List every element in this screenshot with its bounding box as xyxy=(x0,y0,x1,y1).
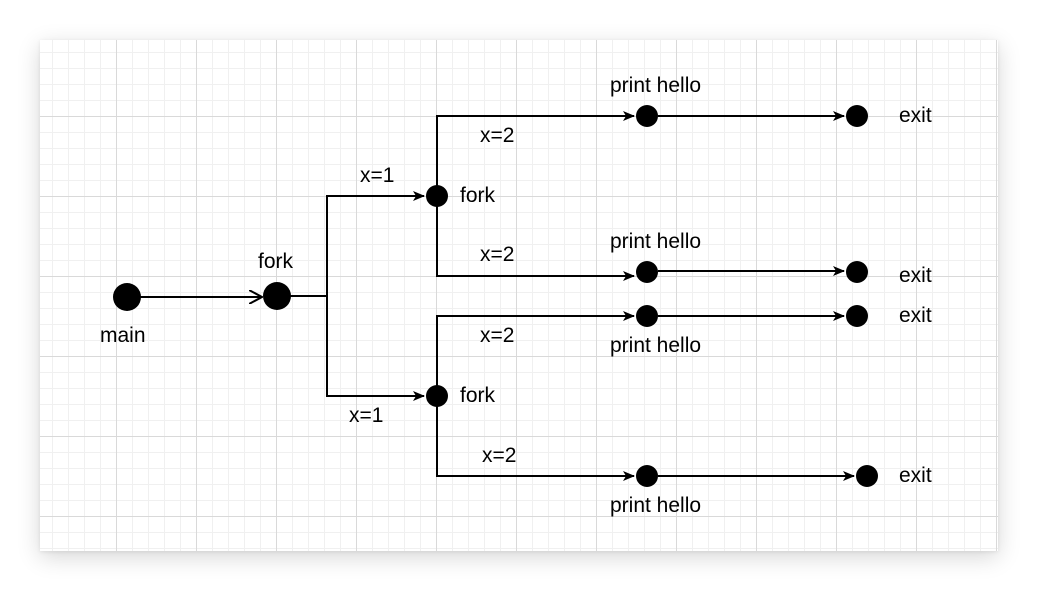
edge-upper-fork-to-print-b xyxy=(436,196,635,281)
edge-lower-fork-to-print-c xyxy=(436,311,635,396)
label-fork-upper: fork xyxy=(460,184,496,207)
label-fork-lower: fork xyxy=(460,384,496,407)
label-x1-upper: x=1 xyxy=(360,164,394,187)
label-fork-root: fork xyxy=(258,250,294,273)
node-exit-b xyxy=(846,261,868,283)
label-x2-a: x=2 xyxy=(480,124,514,147)
node-exit-d xyxy=(856,465,878,487)
label-main: main xyxy=(100,324,146,347)
node-print-c xyxy=(636,305,658,327)
node-main xyxy=(113,283,141,311)
label-exit-c: exit xyxy=(899,304,932,327)
node-fork-lower xyxy=(426,385,448,407)
node-fork-root xyxy=(263,282,291,310)
node-exit-a xyxy=(846,105,868,127)
label-exit-b: exit xyxy=(899,264,932,287)
diagram-canvas xyxy=(40,40,998,551)
node-print-a xyxy=(636,105,658,127)
node-print-b xyxy=(636,261,658,283)
label-print-c: print hello xyxy=(610,334,701,357)
label-x2-b: x=2 xyxy=(480,243,514,266)
edge-root-to-lower-fork xyxy=(326,296,425,401)
node-fork-upper xyxy=(426,185,448,207)
node-exit-c xyxy=(846,305,868,327)
label-exit-d: exit xyxy=(899,464,932,487)
node-print-d xyxy=(636,465,658,487)
edge-lower-fork-to-print-d xyxy=(436,396,635,481)
label-x1-lower: x=1 xyxy=(349,404,383,427)
label-print-d: print hello xyxy=(610,494,701,517)
edge-root-to-upper-fork xyxy=(326,191,425,296)
label-x2-c: x=2 xyxy=(480,324,514,347)
label-print-b: print hello xyxy=(610,230,701,253)
edge-upper-fork-to-print-a xyxy=(436,111,635,196)
label-x2-d: x=2 xyxy=(482,444,516,467)
label-exit-a: exit xyxy=(899,104,932,127)
label-print-a: print hello xyxy=(610,74,701,97)
